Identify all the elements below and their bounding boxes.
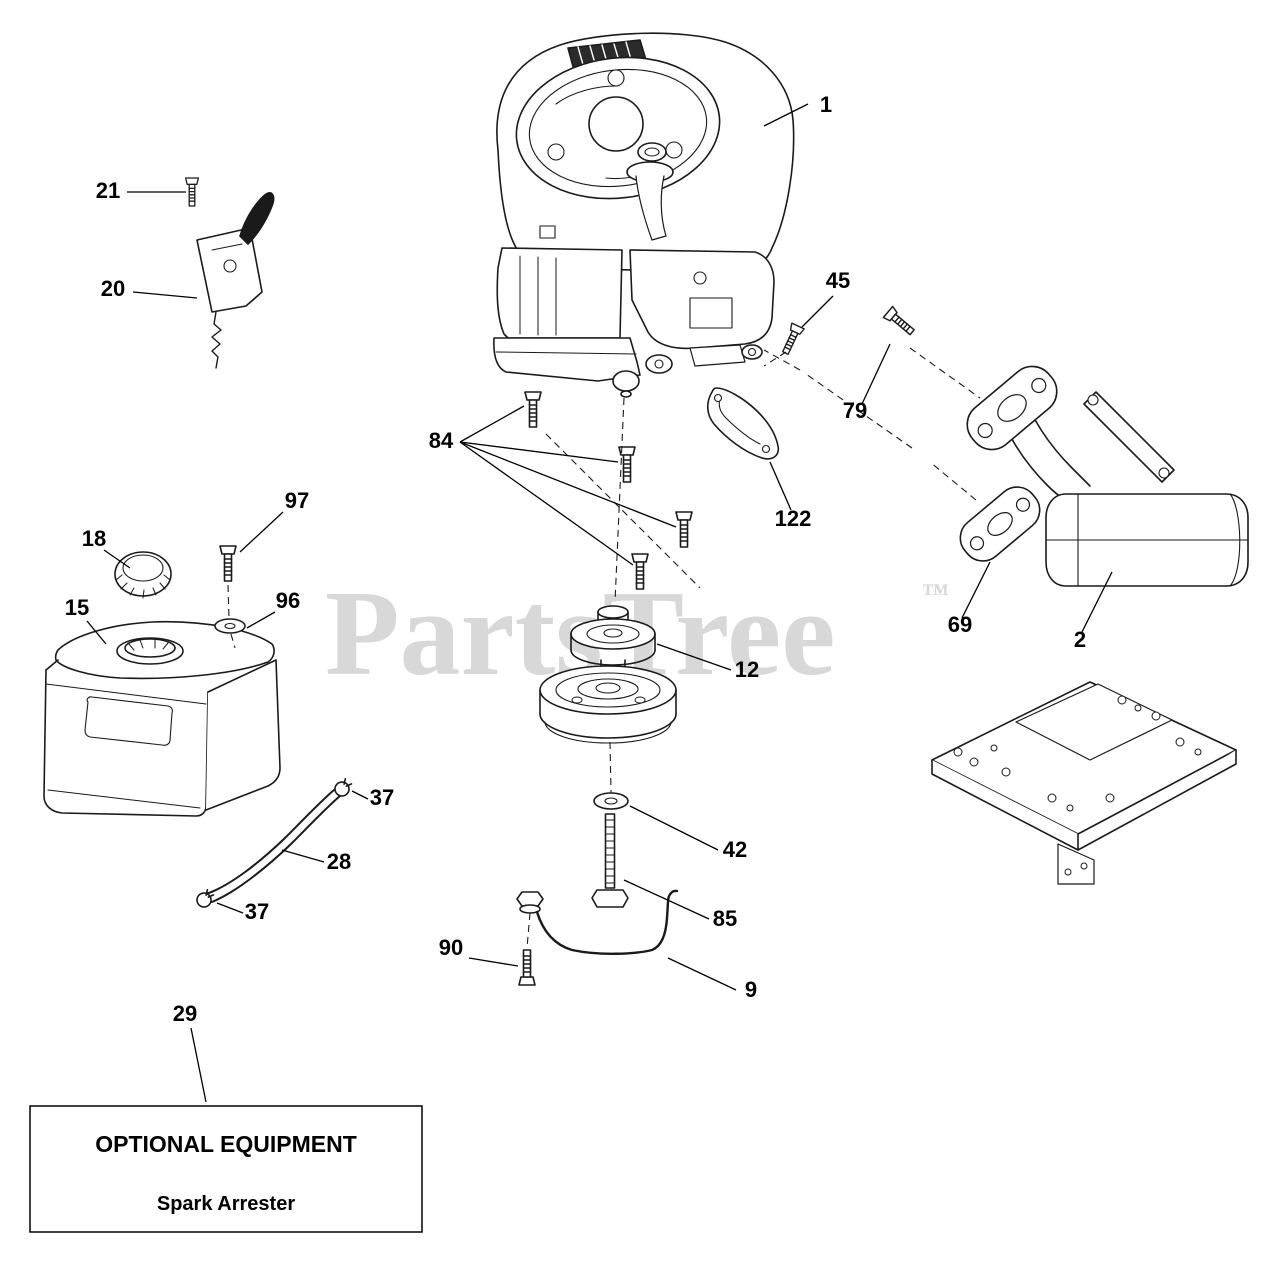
assembly-axis-lines <box>227 347 981 949</box>
callout-15: 15 <box>65 595 89 620</box>
callout-42: 42 <box>723 837 747 862</box>
callout-90: 90 <box>439 935 463 960</box>
exhaust-flange <box>966 365 1058 451</box>
optional-equipment-item: Spark Arrester <box>157 1193 295 1215</box>
heat-shield <box>706 387 780 460</box>
bolt-90 <box>518 949 536 986</box>
callout-12: 12 <box>735 657 759 682</box>
throttle-screw <box>184 177 200 207</box>
callout-21: 21 <box>96 178 120 203</box>
callout-85: 85 <box>713 906 737 931</box>
optional-equipment-box: OPTIONAL EQUIPMENT Spark Arrester <box>29 1105 423 1233</box>
callout-29: 29 <box>173 1001 197 1026</box>
callout-79: 79 <box>843 398 867 423</box>
callout-20: 20 <box>101 276 125 301</box>
optional-equipment-border <box>29 1105 423 1233</box>
bolt-79 <box>882 305 918 339</box>
washer-96 <box>214 618 246 634</box>
callout-37-upper: 37 <box>370 785 394 810</box>
fuel-line <box>205 789 341 903</box>
callout-45: 45 <box>826 268 850 293</box>
callout-122: 122 <box>775 506 812 531</box>
exhaust-gasket <box>959 486 1041 562</box>
callout-2: 2 <box>1074 627 1086 652</box>
callout-69: 69 <box>948 612 972 637</box>
optional-equipment-title: OPTIONAL EQUIPMENT <box>95 1131 357 1157</box>
callout-9: 9 <box>745 977 757 1002</box>
bolt-85 <box>591 813 629 908</box>
callout-18: 18 <box>82 526 106 551</box>
callout-97: 97 <box>285 488 309 513</box>
callout-1: 1 <box>820 92 832 117</box>
callout-84: 84 <box>429 428 454 453</box>
callout-96: 96 <box>276 588 300 613</box>
washer-42 <box>593 792 629 810</box>
muffler <box>966 365 1249 587</box>
callout-37-lower: 37 <box>245 899 269 924</box>
engine-mounting-plate <box>931 681 1237 885</box>
watermark-tm: ™ <box>922 578 949 608</box>
engine-assembly <box>493 32 795 398</box>
fuel-tank <box>43 620 281 817</box>
throttle-control <box>184 177 275 369</box>
callout-28: 28 <box>327 849 351 874</box>
clamp-37-upper <box>331 776 355 800</box>
bolt-97 <box>219 545 237 582</box>
bolt-45 <box>778 322 805 357</box>
engine-pulley <box>539 605 677 744</box>
leader-lines <box>86 103 1113 1103</box>
fuel-cap <box>114 551 172 599</box>
engine-bolts-84 <box>524 391 693 590</box>
